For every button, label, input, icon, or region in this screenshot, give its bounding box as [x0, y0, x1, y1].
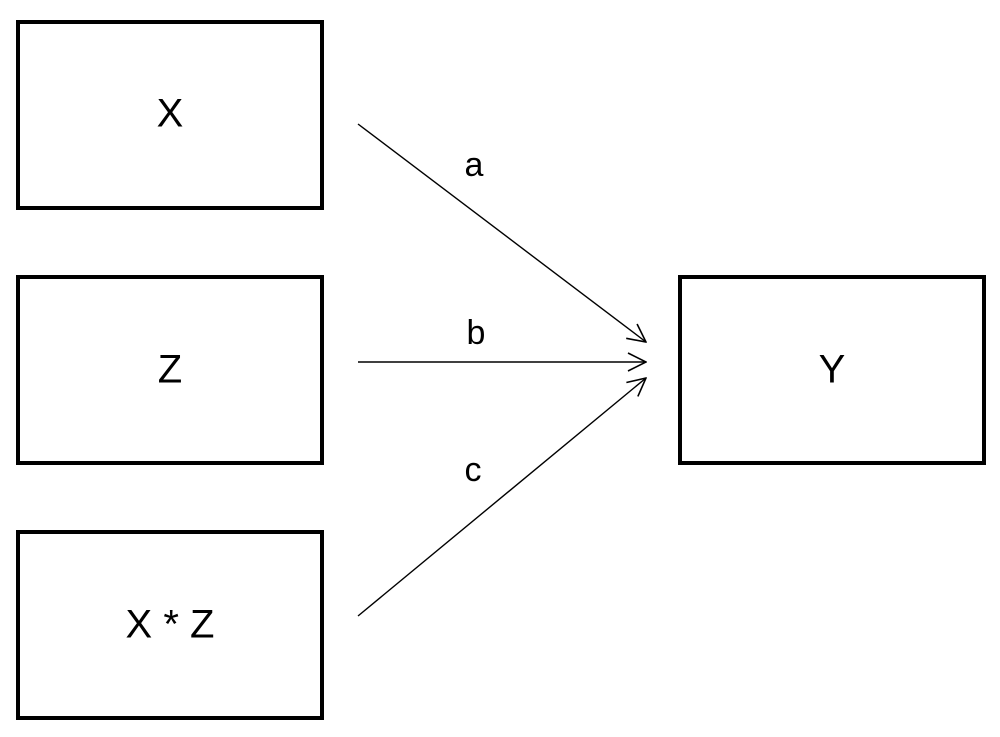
edge-a: a — [357, 123, 646, 342]
node-x-box — [16, 20, 324, 210]
node-x-label: X — [157, 92, 184, 136]
node-y-box — [678, 275, 986, 465]
edge-b: b — [358, 314, 646, 362]
node-xz-label: X * Z — [126, 603, 215, 647]
edge-c-arrow — [357, 378, 646, 617]
node-z: Z — [16, 275, 324, 465]
node-z-box — [16, 275, 324, 465]
edge-b-label: b — [467, 314, 486, 352]
edge-c-label: c — [465, 451, 482, 489]
edge-a-arrow — [357, 123, 646, 342]
node-y: Y — [678, 275, 986, 465]
node-x: X — [16, 20, 324, 210]
node-xz-box — [16, 530, 324, 720]
node-xz: X * Z — [16, 530, 324, 720]
node-z-label: Z — [158, 348, 182, 392]
node-y-label: Y — [819, 348, 846, 392]
edge-c: c — [357, 378, 646, 617]
edge-a-label: a — [465, 146, 484, 184]
